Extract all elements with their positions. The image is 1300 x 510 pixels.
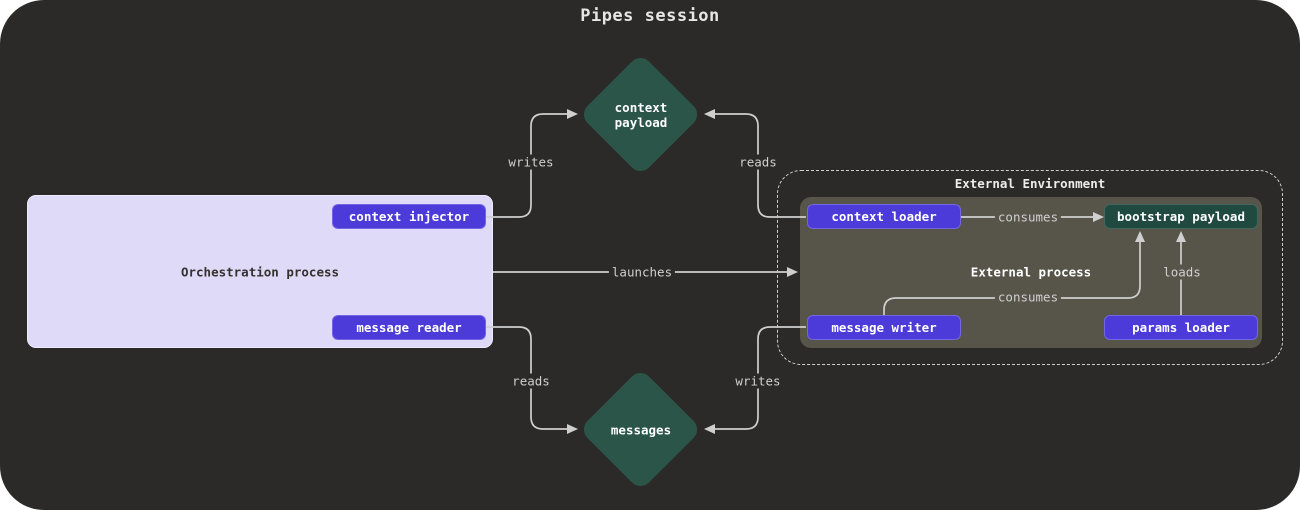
arrowhead-reads-top: [704, 109, 715, 119]
edge-label-reads-top: reads: [736, 154, 780, 170]
edge-label-consumes-bottom: consumes: [994, 289, 1062, 305]
edge-label-writes-top: writes: [505, 154, 557, 170]
arrowhead-consumes-bottom: [1135, 231, 1145, 242]
context-injector-node: context injector: [332, 204, 486, 229]
arrowhead-launches: [787, 267, 798, 277]
params-loader-node: params loader: [1104, 315, 1258, 340]
edge-consumes-bottom: [883, 242, 1141, 316]
context-loader-node: context loader: [807, 204, 961, 229]
message-reader-node: message reader: [332, 315, 486, 340]
external-environment-box: [777, 170, 1283, 365]
diagram-title: Pipes session: [580, 6, 720, 26]
context-payload-label: context payload: [614, 100, 668, 130]
arrowhead-consumes-top: [1093, 212, 1104, 222]
arrowhead-reads-bottom: [567, 424, 578, 434]
edge-label-loads: loads: [1160, 264, 1204, 280]
arrowhead-writes-bottom: [704, 424, 715, 434]
edge-label-consumes-top: consumes: [994, 209, 1062, 225]
orchestration-process-label: Orchestration process: [180, 264, 340, 280]
arrowhead-loads: [1176, 231, 1186, 242]
bootstrap-payload-node: bootstrap payload: [1104, 204, 1258, 229]
arrowhead-writes-top: [567, 109, 578, 119]
messages-label: messages: [610, 422, 672, 438]
edge-label-reads-bottom: reads: [509, 373, 553, 389]
edge-label-writes-bottom: writes: [732, 373, 784, 389]
message-writer-node: message writer: [807, 315, 961, 340]
edge-label-launches: launches: [608, 264, 676, 280]
external-environment-label: External Environment: [954, 176, 1106, 191]
external-process-label: External process: [970, 264, 1092, 280]
